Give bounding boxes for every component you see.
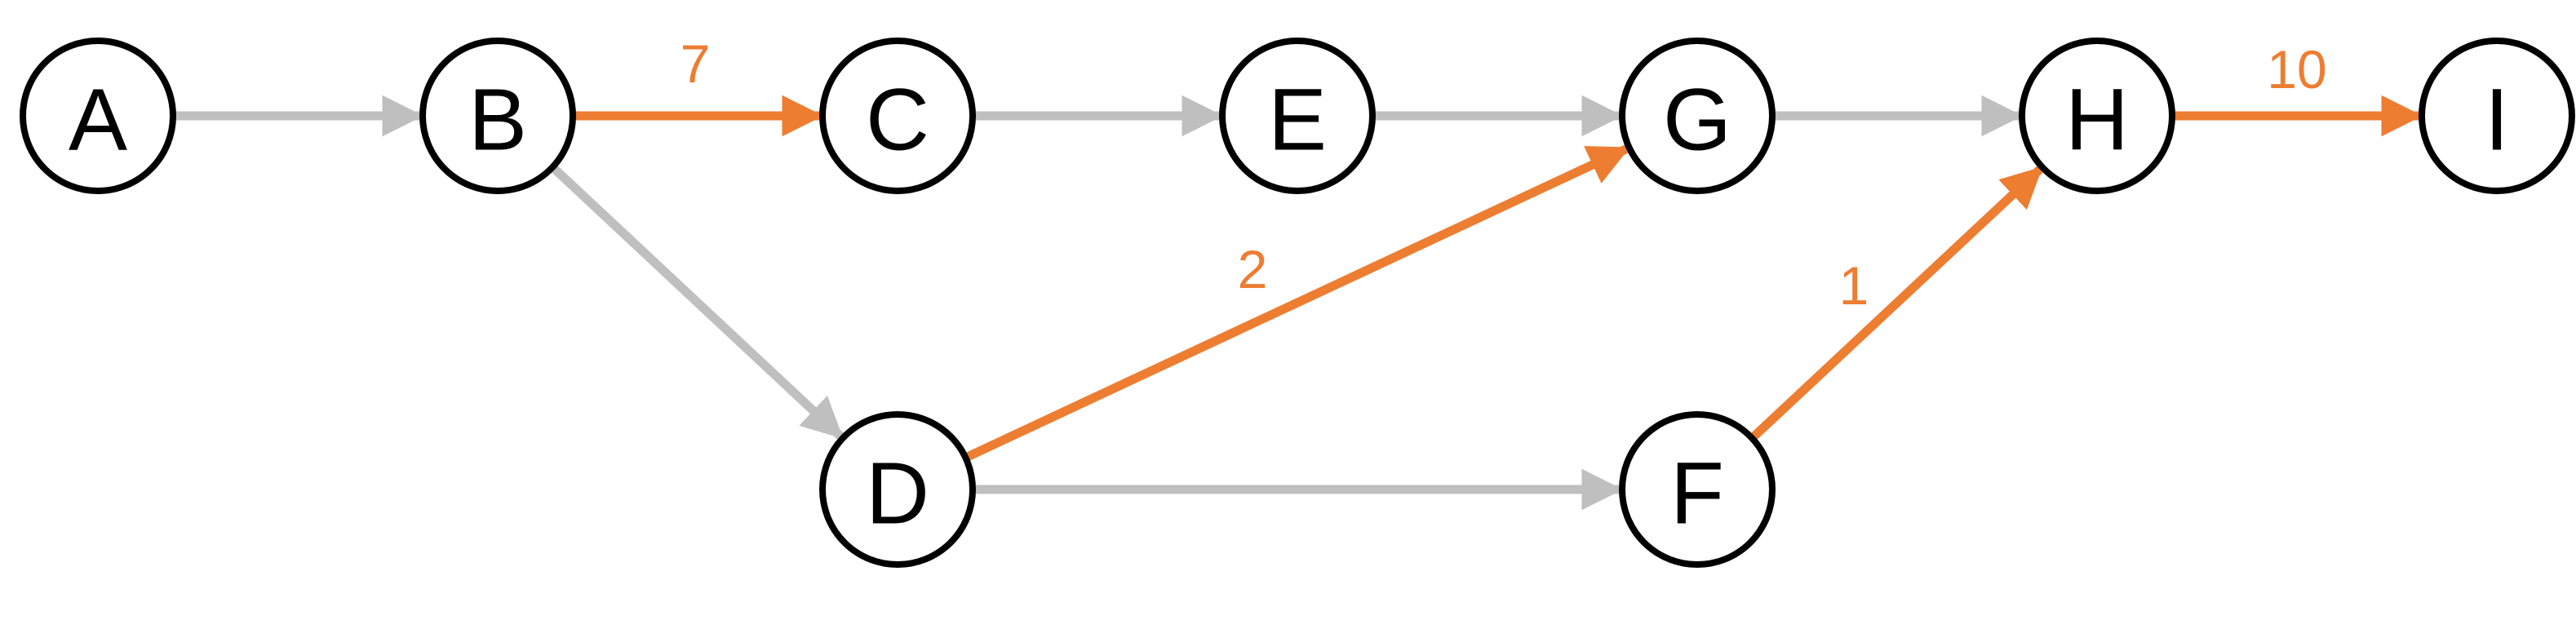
node-circle [1219,38,1376,194]
node-label: C [866,70,929,169]
node-a: A [20,38,176,194]
node-i: I [2419,38,2575,194]
node-label: B [468,70,527,169]
node-label: H [2065,70,2129,169]
node-g: G [1619,38,1776,194]
node-circle [419,38,576,194]
node-circle [20,38,176,194]
node-label: F [1670,444,1724,542]
edge-label-d-g: 2 [1238,239,1268,299]
edge-label-h-i: 10 [2267,39,2326,100]
node-label: I [2485,70,2509,169]
node-circle [2419,38,2575,194]
node-h: H [2019,38,2175,194]
node-d: D [819,411,976,568]
edge-d-g [964,144,1630,463]
edge-f-h [1749,166,2043,442]
node-circle [1619,38,1776,194]
node-label: A [69,70,127,169]
node-label: D [866,444,929,542]
nodes-layer: A B C D E F G H I [20,38,2575,568]
node-b: B [419,38,576,194]
node-e: E [1219,38,1376,194]
node-circle [819,411,976,568]
node-label: G [1663,70,1731,169]
edge-label-f-h: 1 [1839,255,1869,316]
node-f: F [1619,411,1776,568]
node-circle [1619,411,1776,568]
edge-label-b-c: 7 [681,33,711,94]
edge-b-d [549,163,844,440]
node-circle [819,38,976,194]
node-label: E [1268,70,1327,169]
node-circle [2019,38,2175,194]
edges-layer [173,95,2423,511]
node-c: C [819,38,976,194]
edge-labels-layer: 7 2 1 10 [681,33,2327,316]
